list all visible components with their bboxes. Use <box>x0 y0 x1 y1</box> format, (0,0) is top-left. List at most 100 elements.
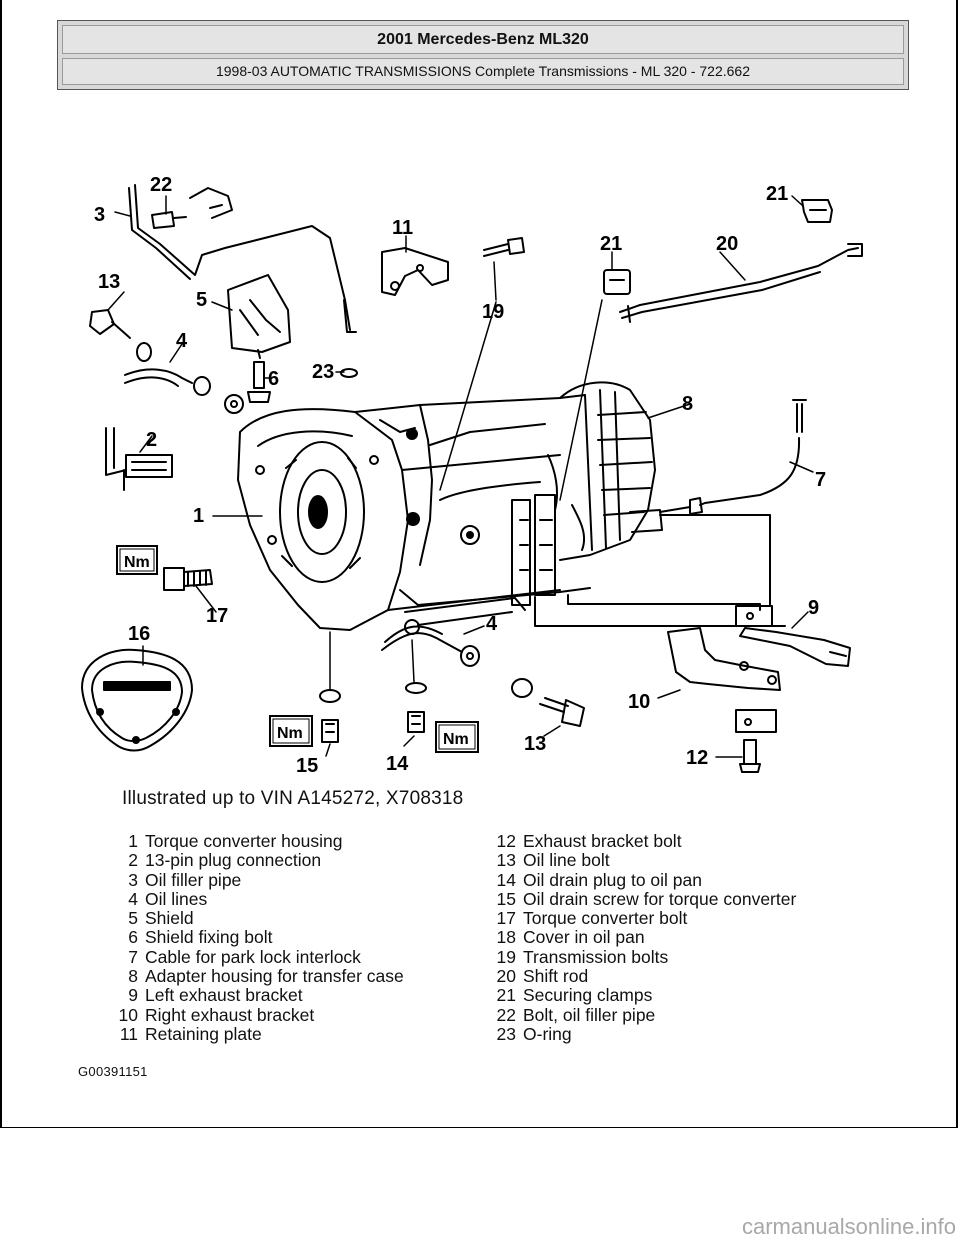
svg-text:13: 13 <box>524 733 546 755</box>
shield-fixing-bolt <box>247 361 271 403</box>
legend-item-number: 11 <box>119 1023 138 1044</box>
legend-item-number: 9 <box>128 985 138 1006</box>
legend-item-text: Shield <box>145 908 194 929</box>
left-exhaust-bracket <box>735 605 851 667</box>
legend-item-number: 22 <box>496 1004 516 1025</box>
legend-item-text: Cable for park lock interlock <box>145 946 361 967</box>
plug-connection <box>105 427 173 491</box>
legend-item-text: Left exhaust bracket <box>145 985 303 1006</box>
legend-item: 6 Shield fixing bolt <box>104 927 404 948</box>
watermark: carmanualsonline.info <box>741 1214 956 1239</box>
legend-item: 1 Torque converter housing <box>104 831 404 851</box>
legend-item-text: Torque converter bolt <box>523 908 688 929</box>
shield <box>227 274 291 359</box>
svg-text:Nm: Nm <box>277 725 303 742</box>
legend-item-text: Torque converter housing <box>145 831 343 851</box>
svg-text:6: 6 <box>268 368 279 390</box>
legend-item-number: 18 <box>496 927 516 948</box>
oil-pan-cover <box>81 648 193 752</box>
oil-lines-lower <box>381 619 533 698</box>
legend-item: 7 Cable for park lock interlock <box>104 946 404 967</box>
retaining-plate <box>381 247 449 296</box>
legend-item-text: Right exhaust bracket <box>145 1004 315 1025</box>
legend-item-number: 2 <box>128 850 138 871</box>
document-header: 2001 Mercedes-Benz ML320 1998-03 AUTOMAT… <box>57 20 909 90</box>
torque-spec-badge-17: Nm <box>116 545 158 575</box>
legend-item: 3 Oil filler pipe <box>104 869 404 890</box>
legend-item-number: 21 <box>496 985 516 1006</box>
right-exhaust-bracket <box>667 627 781 733</box>
legend-item-number: 6 <box>128 927 138 948</box>
legend-item-text: Oil lines <box>145 888 208 909</box>
legend-item-text: Oil drain plug to oil pan <box>523 869 702 890</box>
transmission-housing <box>237 381 663 631</box>
legend-item-number: 4 <box>128 888 138 909</box>
callout-leader-lines <box>107 195 814 758</box>
document-title: 2001 Mercedes-Benz ML320 <box>62 25 904 54</box>
svg-text:10: 10 <box>628 691 650 713</box>
legend-item-text: Adapter housing for transfer case <box>145 966 404 987</box>
torque-spec-badge-14: Nm <box>435 721 479 753</box>
legend-item-number: 5 <box>128 908 138 929</box>
svg-text:7: 7 <box>815 469 826 491</box>
legend-item-text: Transmission bolts <box>523 946 669 967</box>
svg-text:Nm: Nm <box>124 554 150 571</box>
svg-text:13: 13 <box>98 271 120 293</box>
svg-text:8: 8 <box>682 393 693 415</box>
svg-text:3: 3 <box>94 204 105 226</box>
torque-spec-badge-15: Nm <box>269 715 313 747</box>
legend-item-text: Oil filler pipe <box>145 869 242 890</box>
svg-text:15: 15 <box>296 755 318 777</box>
illustration-caption: Illustrated up to VIN A145272, X708318 <box>122 788 464 809</box>
svg-text:2: 2 <box>146 429 157 451</box>
oil-filler-pipe <box>128 184 357 333</box>
legend-item-number: 1 <box>128 831 138 851</box>
legend-item-text: Shift rod <box>523 966 589 987</box>
oil-line-bolt-lower <box>539 697 585 727</box>
filler-pipe-bolt <box>151 211 187 229</box>
legend-item-number: 3 <box>128 869 138 890</box>
callout-numbers: 3 22 13 5 4 6 23 2 1 11 19 21 20 21 8 7 … <box>94 174 826 777</box>
page-frame <box>0 0 958 1128</box>
torque-converter-bolt <box>163 567 213 591</box>
legend-item-number: 12 <box>496 831 516 851</box>
park-lock-cable <box>659 399 807 515</box>
svg-text:17: 17 <box>206 605 228 627</box>
svg-text:14: 14 <box>386 753 409 775</box>
legend-item: 15 Oil drain screw for torque converter <box>482 888 797 909</box>
svg-text:Nm: Nm <box>443 731 469 748</box>
legend-item-text: Oil drain screw for torque converter <box>523 888 797 909</box>
svg-text:9: 9 <box>808 597 819 619</box>
svg-text:20: 20 <box>716 233 738 255</box>
legend-item-text: Oil line bolt <box>523 850 610 871</box>
svg-text:4: 4 <box>176 330 188 352</box>
legend-item: 18 Cover in oil pan <box>482 927 796 948</box>
svg-text:5: 5 <box>196 289 207 311</box>
legend-item-text: Cover in oil pan <box>523 927 645 948</box>
legend-item: 13 Oil line bolt <box>482 850 796 871</box>
svg-text:12: 12 <box>686 747 708 769</box>
figure-id: G00391151 <box>78 1064 148 1079</box>
svg-text:21: 21 <box>766 183 788 205</box>
legend-item: 9 Left exhaust bracket <box>104 985 404 1006</box>
legend-item-number: 14 <box>496 869 516 890</box>
legend-item-text: Shield fixing bolt <box>145 927 273 948</box>
legend-item-number: 17 <box>496 908 516 929</box>
legend-item-number: 15 <box>496 888 516 909</box>
legend-item-number: 7 <box>128 946 138 967</box>
legend-item-number: 20 <box>496 966 516 987</box>
securing-clamp-left <box>603 269 631 295</box>
legend-item-number: 13 <box>496 850 516 871</box>
legend-item: 5 Shield <box>104 908 404 929</box>
legend-item: 17 Torque converter bolt <box>482 908 796 929</box>
o-ring <box>340 368 358 378</box>
document-subtitle: 1998-03 AUTOMATIC TRANSMISSIONS Complete… <box>62 58 904 85</box>
